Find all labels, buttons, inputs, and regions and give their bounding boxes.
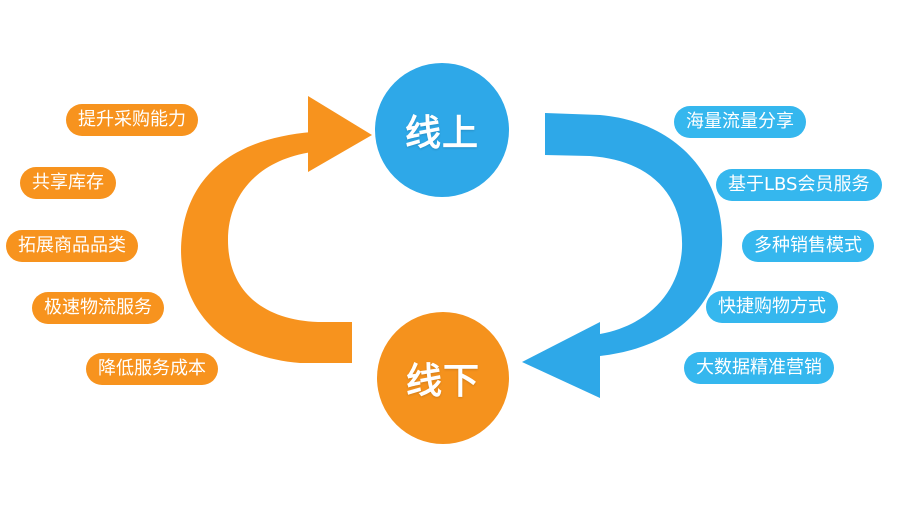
left-tag-product-categories: 拓展商品品类 <box>6 230 138 262</box>
left-tag-label: 提升采购能力 <box>78 109 186 130</box>
online-to-offline-arrow <box>522 113 723 398</box>
offline-to-online-arrow <box>181 96 372 363</box>
left-tag-label: 拓展商品品类 <box>18 235 126 256</box>
right-tag-big-data-marketing: 大数据精准营销 <box>684 352 834 384</box>
left-tag-label: 极速物流服务 <box>44 297 152 318</box>
left-tag-purchasing: 提升采购能力 <box>66 104 198 136</box>
online-node-label: 线上 <box>404 113 479 154</box>
right-tag-shopping-methods: 快捷购物方式 <box>706 291 838 323</box>
left-tag-label: 共享库存 <box>32 172 104 193</box>
left-tag-cost-reduction: 降低服务成本 <box>86 353 218 385</box>
offline-node: 线下 <box>377 312 509 444</box>
right-tag-sales-models: 多种销售模式 <box>742 230 874 262</box>
left-tag-shared-inventory: 共享库存 <box>20 167 116 199</box>
right-tag-traffic-sharing: 海量流量分享 <box>674 106 806 138</box>
left-tag-logistics: 极速物流服务 <box>32 292 164 324</box>
right-tag-label: 海量流量分享 <box>686 111 794 132</box>
online-node: 线上 <box>375 63 509 197</box>
right-tag-label: 多种销售模式 <box>754 235 862 256</box>
offline-node-label: 线下 <box>405 361 480 402</box>
right-tag-label: 大数据精准营销 <box>696 357 822 378</box>
right-tag-lbs-membership: 基于LBS会员服务 <box>716 169 882 201</box>
right-tag-label: 基于LBS会员服务 <box>728 174 870 195</box>
right-tag-label: 快捷购物方式 <box>718 296 826 317</box>
left-tag-label: 降低服务成本 <box>98 358 206 379</box>
